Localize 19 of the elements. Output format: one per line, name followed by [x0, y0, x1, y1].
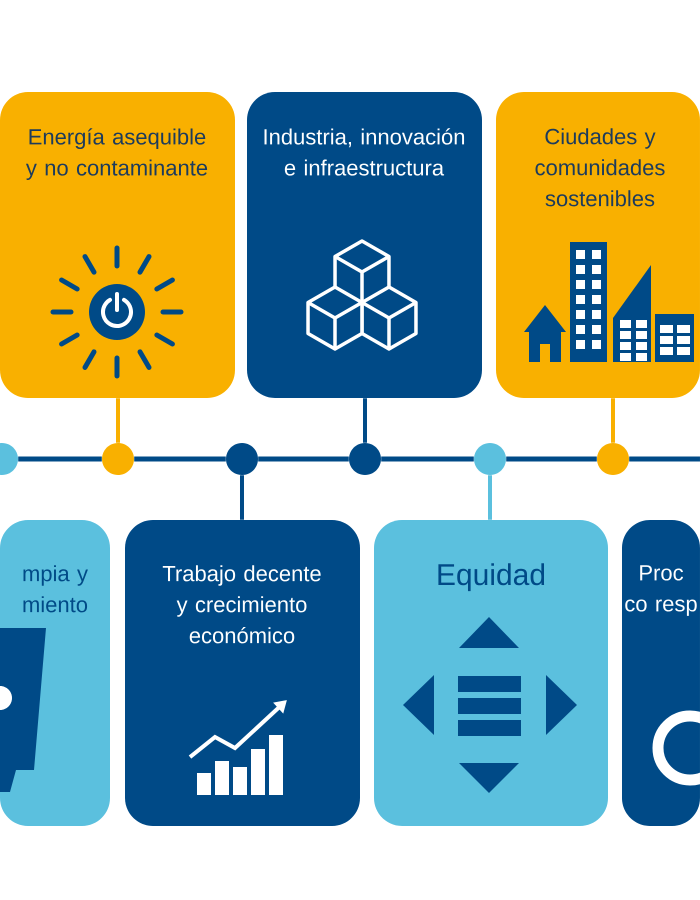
connector-line: [506, 456, 597, 462]
goal-card: Trabajo decente y crecimiento económico: [125, 520, 360, 826]
timeline-dot: [102, 443, 134, 475]
connector-line: [381, 456, 474, 462]
goal-card: Equidad: [374, 520, 608, 826]
connector-line: [363, 398, 367, 443]
connector-line: [240, 475, 244, 520]
connector-line: [488, 475, 492, 520]
timeline-dot: [226, 443, 258, 475]
connector-line: [116, 398, 120, 443]
connector-line: [258, 456, 349, 462]
timeline-dot: [349, 443, 381, 475]
timeline-dot: [474, 443, 506, 475]
connector-line: [134, 456, 226, 462]
goal-card: Energía asequible y no contaminante: [0, 92, 235, 398]
connector-line: [18, 456, 102, 462]
goal-card: Proc co resp: [622, 520, 700, 826]
connector-line: [611, 398, 615, 443]
timeline-dot: [597, 443, 629, 475]
